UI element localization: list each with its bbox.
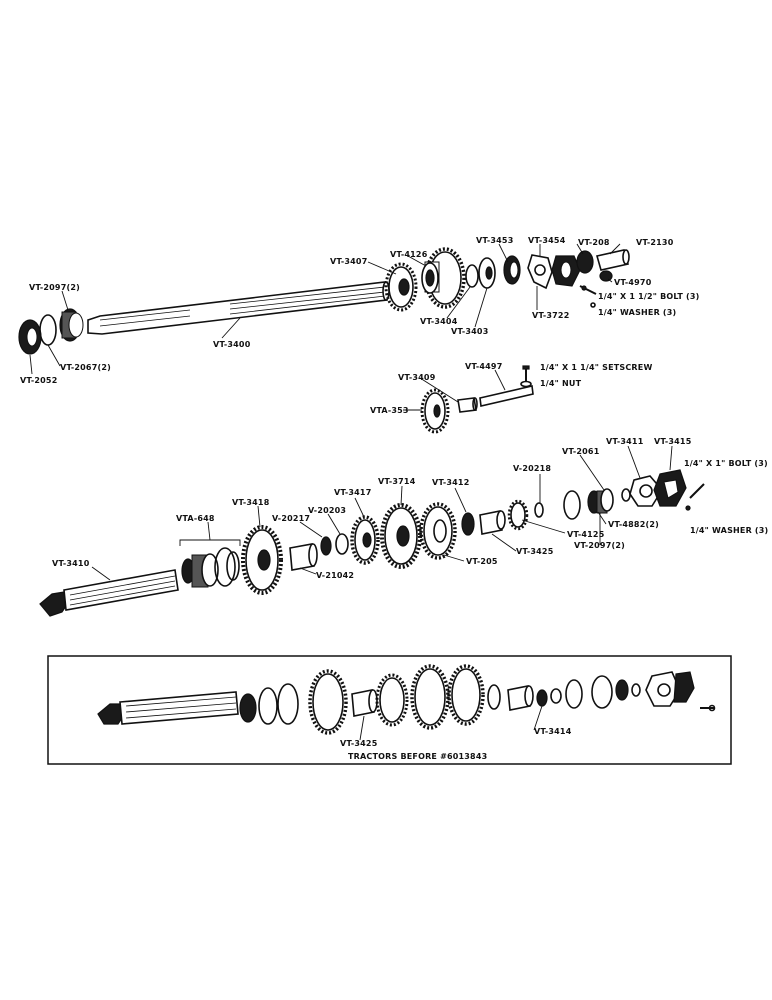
label-vt3417: VT-3417 bbox=[334, 488, 371, 497]
washer-v20217 bbox=[320, 536, 332, 556]
label-vt3407: VT-3407 bbox=[330, 257, 367, 266]
label-vt3453: VT-3453 bbox=[476, 236, 513, 245]
label-vt3410: VT-3410 bbox=[52, 559, 90, 568]
sleeve-vt2130 bbox=[595, 249, 630, 271]
inset-assembly bbox=[97, 664, 716, 735]
cap-bolts bbox=[579, 285, 597, 308]
label-vt2097-top: VT-2097(2) bbox=[29, 283, 80, 292]
nut bbox=[520, 380, 532, 388]
label-vt2061: VT-2061 bbox=[562, 447, 600, 456]
cover-vt3415 bbox=[653, 469, 687, 507]
gear-vta353 bbox=[420, 388, 450, 434]
bearing-vt2097-top bbox=[59, 308, 84, 342]
label-vt2097-bottom: VT-2097(2) bbox=[574, 541, 625, 550]
label-v20217: V-20217 bbox=[272, 514, 310, 523]
gear-vt4126 bbox=[421, 247, 466, 309]
label-vt205: VT-205 bbox=[466, 557, 498, 566]
reverse-idler-assembly bbox=[420, 365, 534, 434]
label-vt4125: VT-4125 bbox=[567, 530, 605, 539]
part-labels: VT-2130 VT-3453 VT-3454 VT-208 VT-4126 V… bbox=[20, 236, 768, 761]
label-inset-vt3414: VT-3414 bbox=[534, 727, 572, 736]
label-vt4497: VT-4497 bbox=[465, 362, 502, 371]
label-vt4126: VT-4126 bbox=[390, 250, 428, 259]
bearing-vt3453 bbox=[503, 255, 521, 285]
label-vt2067: VT-2067(2) bbox=[60, 363, 111, 372]
cover-bolts bbox=[685, 483, 705, 511]
label-vta648: VTA-648 bbox=[176, 514, 215, 523]
label-vta353: VTA-353 bbox=[370, 406, 409, 415]
label-vt3403: VT-3403 bbox=[451, 327, 488, 336]
seal-vt208 bbox=[576, 250, 594, 274]
gear-vt4125 bbox=[507, 499, 529, 531]
snap-ring bbox=[563, 490, 581, 520]
label-vt3400: VT-3400 bbox=[213, 340, 251, 349]
label-washer3-top: 1/4" WASHER (3) bbox=[598, 308, 676, 317]
label-v21042: V-21042 bbox=[316, 571, 354, 580]
label-vt3404: VT-3404 bbox=[420, 317, 458, 326]
washer-vt2061 bbox=[621, 488, 631, 502]
cap-vt3454 bbox=[551, 255, 581, 287]
label-vt2130: VT-2130 bbox=[636, 238, 674, 247]
gear-vt3403 bbox=[478, 257, 496, 289]
shaft-vt3400 bbox=[87, 281, 390, 335]
gear-vt3418 bbox=[241, 525, 283, 595]
label-vt3411: VT-3411 bbox=[606, 437, 644, 446]
label-vt3722: VT-3722 bbox=[532, 311, 569, 320]
label-vt3418: VT-3418 bbox=[232, 498, 270, 507]
top-assembly bbox=[18, 247, 630, 355]
spacer-v21042 bbox=[289, 543, 318, 571]
gasket-vt3411 bbox=[629, 475, 663, 507]
shaft-vt3410 bbox=[39, 569, 179, 617]
setscrew bbox=[522, 365, 530, 382]
part-vt4970 bbox=[599, 270, 613, 282]
shaft-vt4497 bbox=[479, 385, 534, 407]
label-vt3714: VT-3714 bbox=[378, 477, 416, 486]
bushing-vt3409 bbox=[457, 397, 478, 413]
gasket-vt3722 bbox=[527, 254, 553, 290]
label-vt2052: VT-2052 bbox=[20, 376, 57, 385]
label-v20218: V-20218 bbox=[513, 464, 551, 473]
seal-vt2052 bbox=[18, 319, 42, 355]
label-bolt-1-1-2: 1/4" X 1 1/2" BOLT (3) bbox=[598, 292, 700, 301]
leader-lines bbox=[29, 243, 673, 741]
washer-v20218 bbox=[534, 502, 544, 518]
spacer-vt3425 bbox=[479, 510, 506, 535]
label-vt4882: VT-4882(2) bbox=[608, 520, 659, 529]
label-vt3454: VT-3454 bbox=[528, 236, 566, 245]
washer-v20203 bbox=[335, 533, 349, 555]
label-bolt-1: 1/4" X 1" BOLT (3) bbox=[684, 459, 768, 468]
label-vt3415: VT-3415 bbox=[654, 437, 692, 446]
inset-caption: TRACTORS BEFORE #6013843 bbox=[348, 752, 487, 761]
washer-vt3412 bbox=[461, 512, 475, 536]
label-setscrew: 1/4" X 1 1/4" SETSCREW bbox=[540, 363, 653, 372]
bottom-assembly bbox=[39, 469, 705, 617]
washer-vt3404 bbox=[465, 264, 479, 288]
label-vt3425: VT-3425 bbox=[516, 547, 554, 556]
label-vt3412: VT-3412 bbox=[432, 478, 469, 487]
gear-vt3417 bbox=[350, 515, 380, 565]
bearing-vt2097-bottom bbox=[587, 488, 614, 514]
gear-vt3407 bbox=[384, 262, 418, 312]
inset-frame bbox=[47, 655, 732, 765]
gear-vt3714 bbox=[380, 503, 422, 569]
label-washer3-bottom: 1/4" WASHER (3) bbox=[690, 526, 768, 535]
ring-vt2067 bbox=[39, 314, 57, 346]
bearing-vta648 bbox=[179, 539, 241, 588]
gear-vt205 bbox=[419, 502, 457, 560]
label-inset-vt3425: VT-3425 bbox=[340, 739, 378, 748]
label-vt4970: VT-4970 bbox=[614, 278, 652, 287]
label-v20203: V-20203 bbox=[308, 506, 346, 515]
label-vt208: VT-208 bbox=[578, 238, 610, 247]
label-vt3409: VT-3409 bbox=[398, 373, 436, 382]
label-nut: 1/4" NUT bbox=[540, 379, 582, 388]
